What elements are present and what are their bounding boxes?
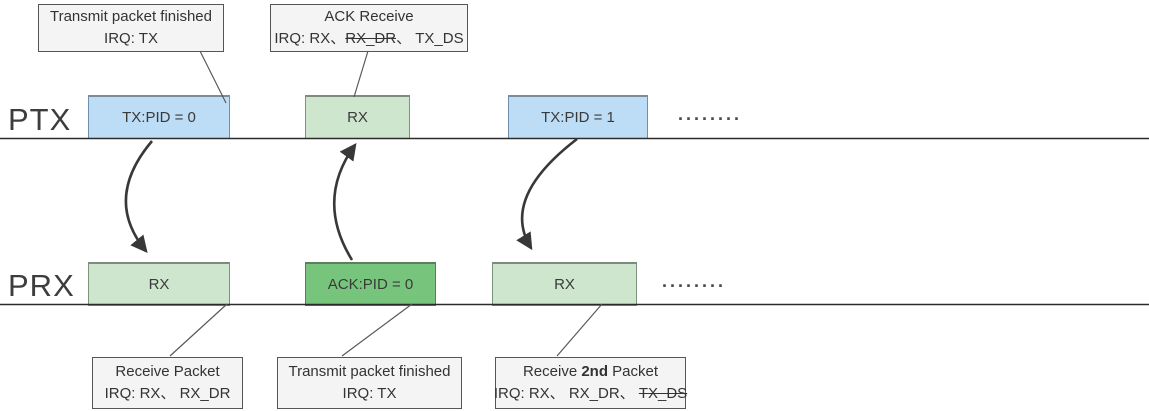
arrow-tx1-to-prx-rx xyxy=(516,137,578,251)
title-bold-text: 2nd xyxy=(581,363,608,380)
callout-irq-line: IRQ: RX、 RX_DR xyxy=(104,385,231,402)
ptx-row-label: PTX xyxy=(8,102,72,137)
irq-text: IRQ: RX、 xyxy=(274,30,346,47)
arrow-tx0-to-prx-rx xyxy=(124,140,153,253)
callout-title: Receive 2nd Packet xyxy=(523,361,658,383)
callout-irq-line: IRQ: RX、 RX_DR、 TX_DS xyxy=(494,383,687,405)
callout-irq-line: IRQ: RX、RX_DR、 TX_DS xyxy=(274,28,463,50)
callout-ack-receive: ACK Receive IRQ: RX、RX_DR、 TX_DS xyxy=(270,4,468,52)
irq-text: IRQ: RX、 RX_DR、 xyxy=(493,385,639,402)
connector-receive-2nd-packet xyxy=(556,303,603,357)
ptx-ellipsis-dots: ........ xyxy=(678,104,743,124)
prx-row-label: PRX xyxy=(8,268,75,303)
ptx-rx-box: RX xyxy=(305,95,410,139)
callout-transmit-finished-bottom: Transmit packet finished IRQ: TX xyxy=(277,357,462,409)
prx-ellipsis-dots: ........ xyxy=(662,271,727,291)
ptx-tx-pid1-label: TX:PID = 1 xyxy=(541,109,615,126)
ptx-tx-pid0-box: TX:PID = 0 xyxy=(88,95,230,139)
arrow-ack-to-ptx-rx xyxy=(332,142,357,261)
callout-receive-2nd-packet: Receive 2nd Packet IRQ: RX、 RX_DR、 TX_DS xyxy=(494,357,687,409)
ptx-rx-label: RX xyxy=(347,109,368,126)
connector-receive-packet xyxy=(169,303,228,357)
callout-title: Receive Packet xyxy=(115,363,220,380)
prx-ack-pid0-box: ACK:PID = 0 xyxy=(305,262,436,306)
prx-ack-pid0-label: ACK:PID = 0 xyxy=(327,276,414,293)
callout-transmit-finished-top: Transmit packet finished IRQ: TX xyxy=(38,4,224,52)
prx-rx2-box: RX xyxy=(492,262,637,306)
title-text: Packet xyxy=(608,363,659,380)
callout-title: ACK Receive xyxy=(324,8,414,25)
irq-struck-flag: TX_DS xyxy=(638,385,688,402)
callout-title: Transmit packet finished xyxy=(49,8,212,25)
prx-rx1-label: RX xyxy=(148,276,170,293)
irq-struck-flag: RX_DR xyxy=(345,30,397,47)
connector-transmit-finished-bottom xyxy=(341,303,413,357)
callout-receive-packet: Receive Packet IRQ: RX、 RX_DR xyxy=(92,357,243,409)
connector-ack-receive xyxy=(353,50,369,98)
callout-irq-line: IRQ: TX xyxy=(342,385,397,402)
callout-irq-line: IRQ: TX xyxy=(104,30,158,47)
prx-rx1-box: RX xyxy=(88,262,230,306)
irq-text: 、 TX_DS xyxy=(396,30,464,47)
callout-title: Transmit packet finished xyxy=(288,363,451,380)
ptx-tx-pid0-label: TX:PID = 0 xyxy=(122,109,196,126)
prx-rx2-label: RX xyxy=(554,276,575,293)
ptx-tx-pid1-box: TX:PID = 1 xyxy=(508,95,648,139)
title-text: Receive xyxy=(522,363,582,380)
